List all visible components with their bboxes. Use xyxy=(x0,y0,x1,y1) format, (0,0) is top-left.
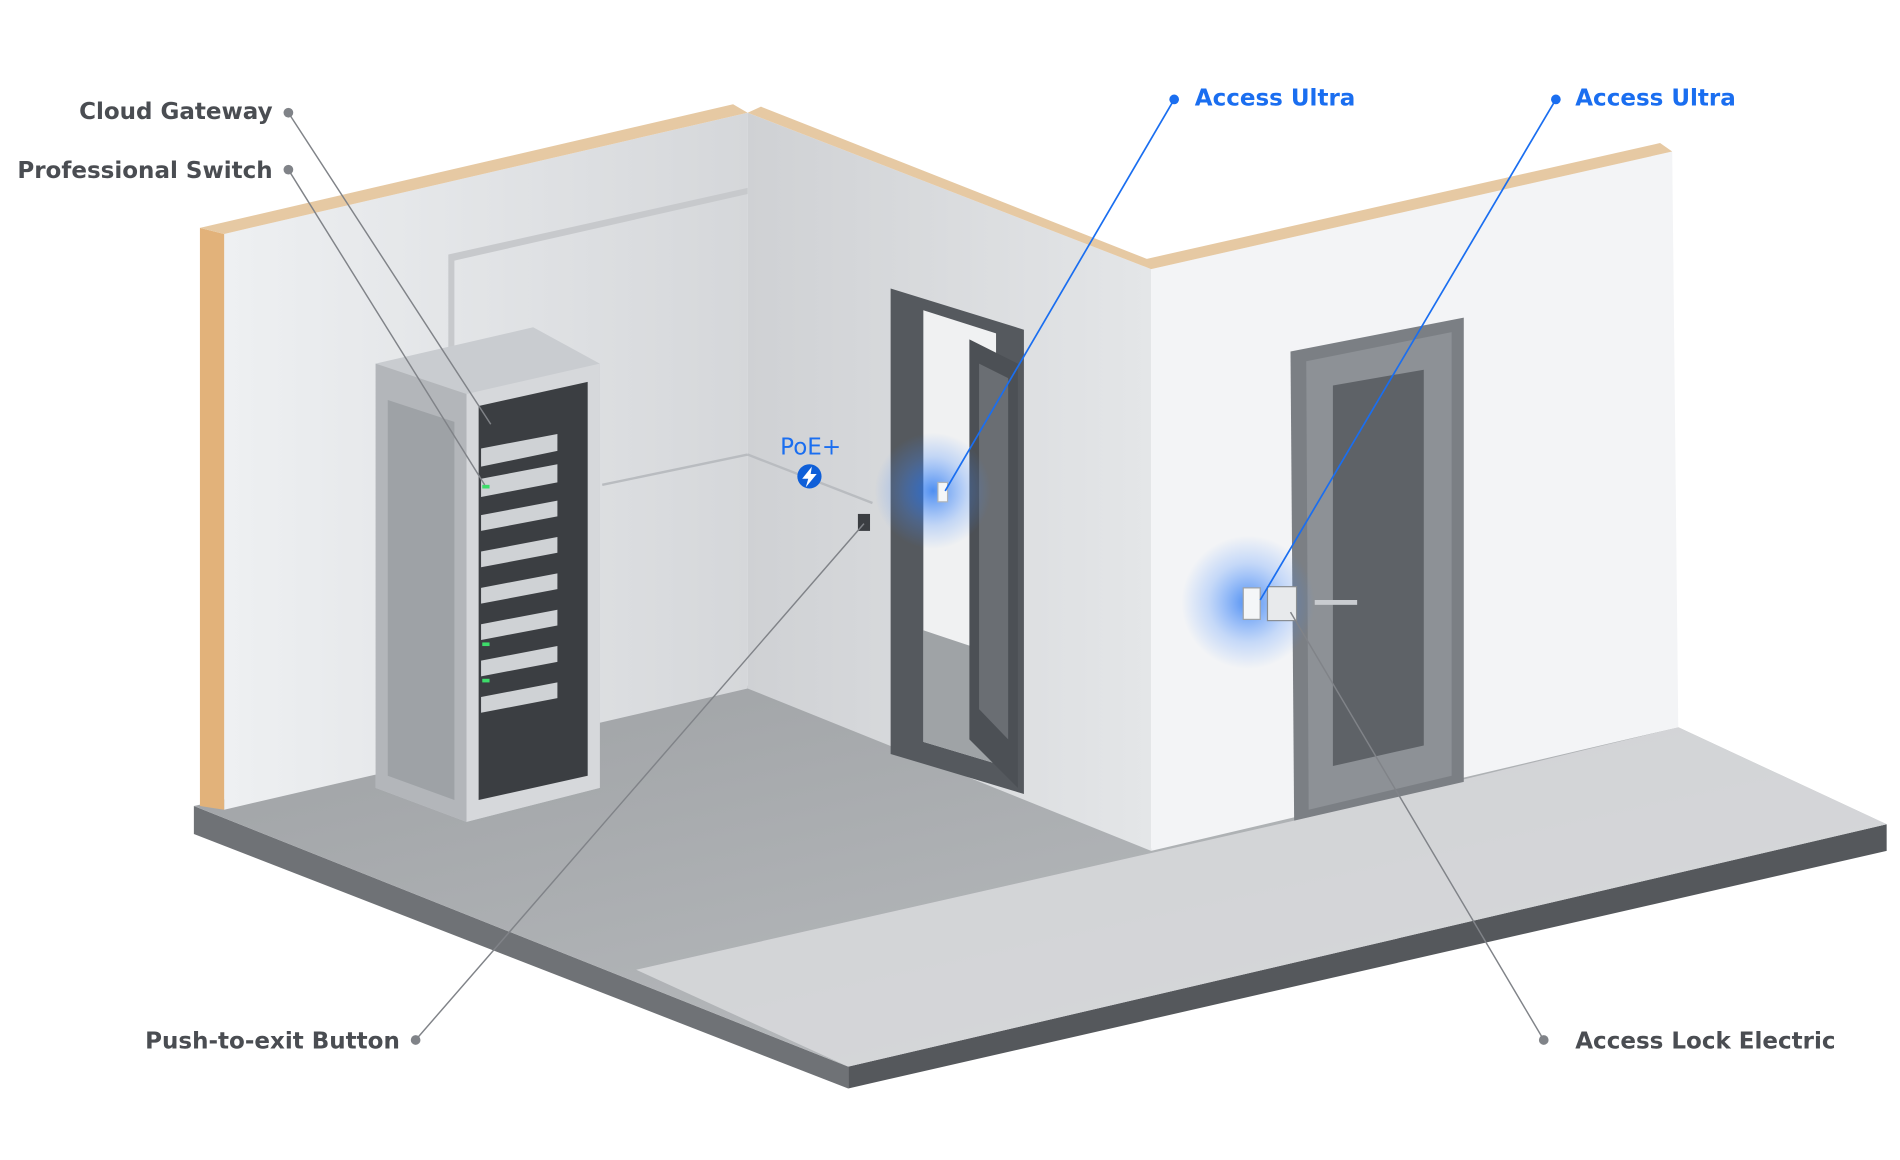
tiled-walkway xyxy=(636,727,1887,1067)
push-to-exit-dot xyxy=(410,1035,421,1045)
floor-slab xyxy=(193,684,1887,1089)
leader-lines xyxy=(287,98,1557,1041)
label-poe: PoE+ xyxy=(780,435,841,461)
server-rack xyxy=(375,327,600,822)
access-lock-device xyxy=(1266,586,1298,622)
label-cloud-gateway: Cloud Gateway xyxy=(79,99,273,125)
cloud-gateway-dot xyxy=(283,107,294,118)
access-ultra-glow xyxy=(874,432,992,550)
right-door xyxy=(1290,317,1464,821)
label-access-lock-electric: Access Lock Electric xyxy=(1575,1028,1835,1054)
professional-switch-dot xyxy=(283,164,294,175)
access-ultra-dot-2 xyxy=(1551,94,1561,105)
wall-edge-wood xyxy=(199,227,225,810)
access-lock-dot xyxy=(1538,1035,1549,1045)
access-ultra-device-2 xyxy=(1242,587,1261,620)
lightning-bolt-icon xyxy=(797,464,822,489)
label-professional-switch: Professional Switch xyxy=(17,158,272,184)
label-access-ultra-2: Access Ultra xyxy=(1575,85,1736,111)
label-access-ultra-1: Access Ultra xyxy=(1195,85,1356,111)
access-ultra-dot-1 xyxy=(1169,94,1180,105)
access-ultra-device-1 xyxy=(937,481,949,503)
label-push-to-exit: Push-to-exit Button xyxy=(145,1028,400,1054)
